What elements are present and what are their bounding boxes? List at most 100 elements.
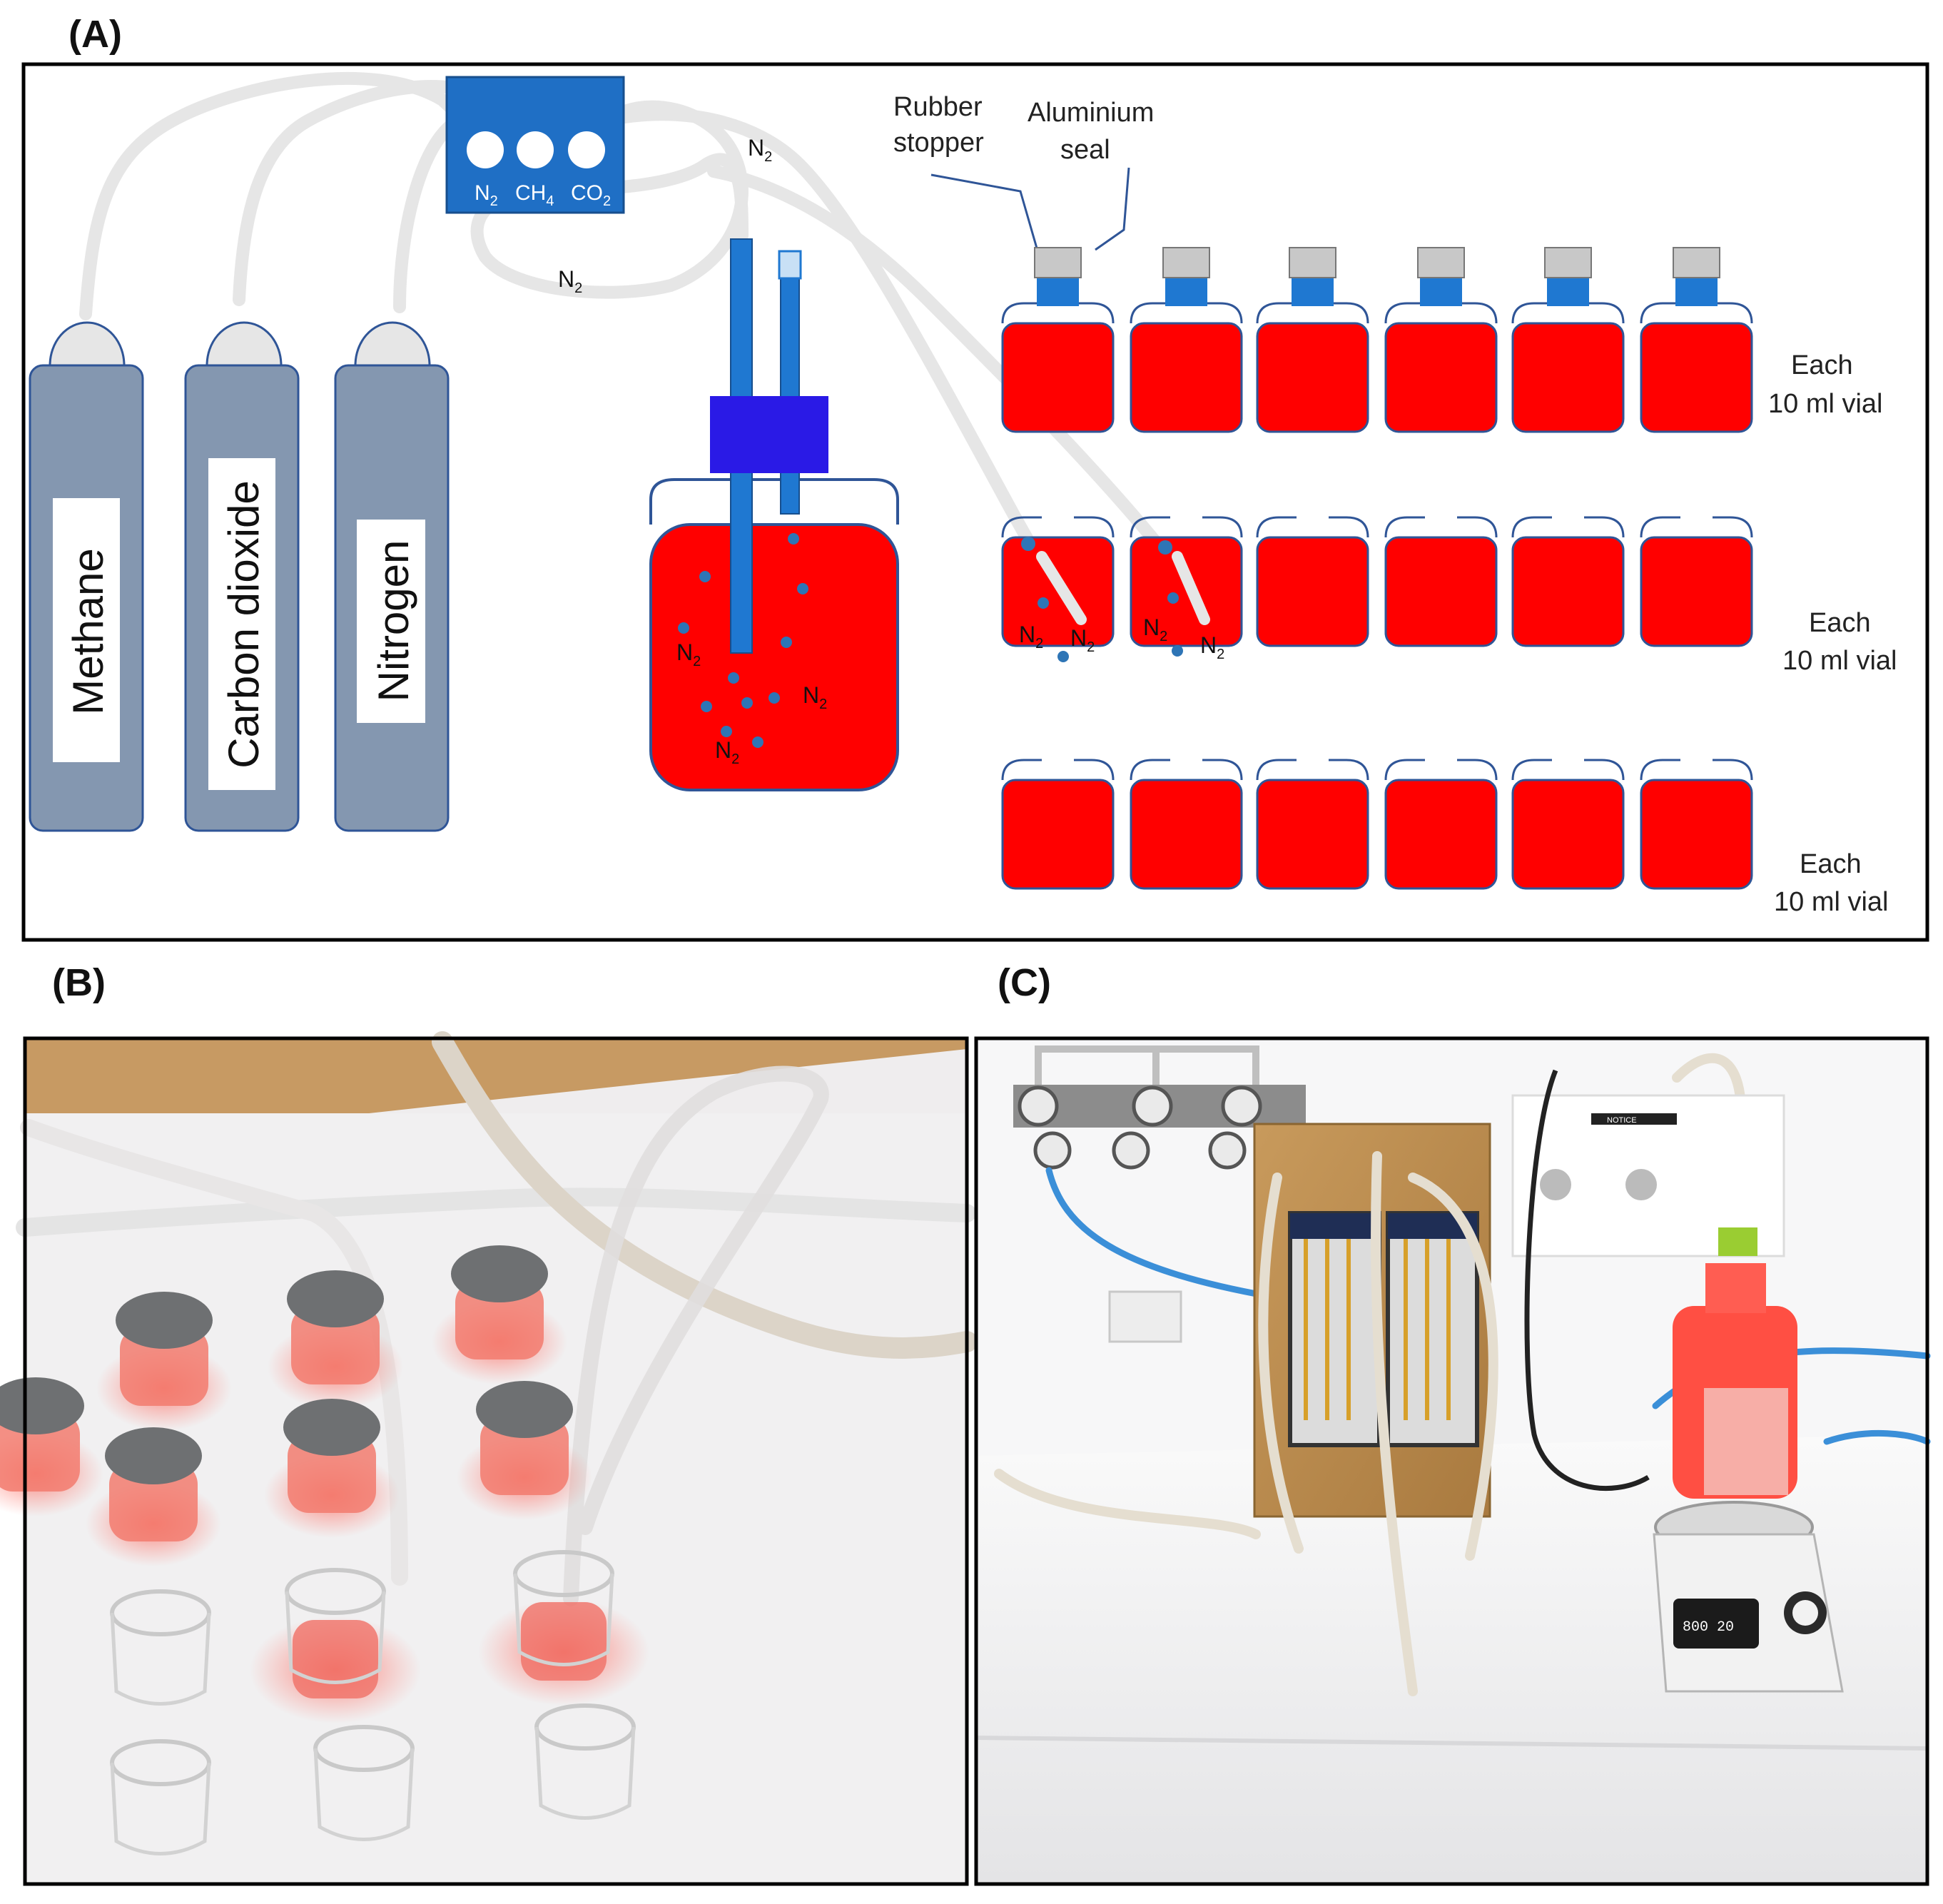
vial-n2-label-1: N2 [1019, 622, 1043, 652]
cylinder-nitrogen-label: Nitrogen [370, 540, 417, 702]
flowmeter-left [1288, 1211, 1381, 1447]
seal-callout-line [1095, 167, 1130, 251]
panel-c-label: (C) [998, 961, 1051, 1004]
vial-medium [1001, 779, 1115, 890]
panel-c-frame [974, 1036, 1929, 1886]
vial [1130, 247, 1243, 433]
aluminium-seal [1289, 247, 1336, 278]
vial-medium [1384, 779, 1498, 890]
vial-medium [1256, 322, 1369, 433]
photo-media-bottle [1673, 1227, 1797, 1499]
vial-cap [0, 1377, 84, 1434]
photo-c: NOTICE 800 20 [975, 1038, 1931, 1884]
vial-n2-label-3: N2 [1143, 614, 1167, 644]
vial-medium [1384, 536, 1498, 647]
aluminium-seal [1162, 247, 1210, 278]
vial-cap [287, 1270, 384, 1327]
media-bottle: N2 N2 N2 [649, 238, 899, 791]
photo-b-vials [0, 1245, 649, 1855]
vial-medium [1130, 322, 1243, 433]
row2-note-line1: Each [1809, 608, 1871, 638]
vial-medium [1001, 322, 1115, 433]
vial-medium [1256, 536, 1369, 647]
tube-n2-label-2: N2 [558, 266, 582, 296]
rubber-stopper-label-2: stopper [893, 128, 984, 158]
bubble-n2-label-1: N2 [676, 639, 701, 669]
rubber-stopper [1420, 276, 1462, 306]
vial [1511, 247, 1625, 433]
vial-medium [1511, 779, 1625, 890]
stopper-callout-line [930, 173, 1042, 261]
vial-medium [1640, 779, 1753, 890]
row2-note-line2: 10 ml vial [1782, 646, 1897, 676]
vial-medium [1511, 322, 1625, 433]
gas-regulators [1013, 1085, 1306, 1170]
vial-medium [1640, 322, 1753, 433]
aluminium-seal [1034, 247, 1082, 278]
vial [1511, 759, 1625, 890]
vial [1640, 516, 1753, 647]
aluminium-seal [1673, 247, 1720, 278]
rubber-stopper-label-1: Rubber [893, 92, 983, 122]
photo-b [0, 1031, 978, 1884]
wall-socket [1108, 1290, 1182, 1343]
rubber-stopper [1165, 276, 1207, 306]
magnetic-stirrer: 800 20 [1653, 1501, 1844, 1693]
vial [1511, 516, 1625, 647]
purge-tube-ends [1036, 551, 1210, 625]
vial-medium [1256, 779, 1369, 890]
vial-n2-label-2: N2 [1070, 625, 1095, 655]
aluminium-seal [1544, 247, 1592, 278]
bubble-n2-label-2: N2 [803, 682, 827, 712]
port-co2-label: CO2 [571, 181, 611, 209]
panel-b-label: (B) [52, 961, 106, 1004]
vial-cap [105, 1427, 202, 1484]
aluminium-seal-label-2: seal [1060, 135, 1110, 165]
rubber-stopper [1675, 276, 1718, 306]
vial [1384, 516, 1498, 647]
row2-bubbles [1021, 537, 1183, 662]
flowmeter-right [1386, 1211, 1479, 1447]
row1-note-line1: Each [1791, 350, 1853, 380]
cylinder-nitrogen: Nitrogen [334, 321, 450, 832]
vial [1640, 759, 1753, 890]
vial-cap [476, 1381, 573, 1438]
bottle-septum [710, 396, 828, 473]
vial-cap [451, 1245, 548, 1302]
vial [1001, 247, 1115, 433]
vial [1256, 516, 1369, 647]
rubber-stopper [1037, 276, 1079, 306]
vial-medium [1384, 322, 1498, 433]
vial [1001, 759, 1115, 890]
gas-cylinders: Methane Carbon dioxide Nitrogen [29, 321, 450, 832]
panel-b-frame [23, 1036, 969, 1886]
rubber-stopper [1547, 276, 1589, 306]
vial [1256, 759, 1369, 890]
cylinder-methane: Methane [29, 321, 144, 832]
row3-note-line2: 10 ml vial [1774, 887, 1889, 917]
vial [1384, 759, 1498, 890]
cylinder-methane-label: Methane [64, 548, 112, 715]
tube-n2-label-1: N2 [748, 135, 772, 165]
vial-medium [1130, 779, 1243, 890]
vial-medium [1640, 536, 1753, 647]
gas-bubbles [678, 533, 808, 748]
vial-n2-label-4: N2 [1200, 632, 1224, 662]
notice-sign-text: NOTICE [1607, 1116, 1637, 1125]
stirrer-display: 800 20 [1683, 1619, 1734, 1636]
rubber-stopper [1292, 276, 1334, 306]
panel-a-label: (A) [69, 13, 122, 56]
aluminium-seal [1417, 247, 1465, 278]
vial-cap [283, 1399, 380, 1456]
row3-note-line1: Each [1800, 849, 1862, 879]
vial-medium [1511, 536, 1625, 647]
vial [1130, 759, 1243, 890]
row1-note-line2: 10 ml vial [1768, 389, 1883, 419]
aluminium-seal-label-1: Aluminium [1028, 98, 1154, 128]
bubble-n2-label-3: N2 [715, 737, 739, 767]
port-ch4-label: CH4 [515, 181, 554, 209]
vial [1256, 247, 1369, 433]
vial [1384, 247, 1498, 433]
vial-cap [116, 1292, 213, 1349]
